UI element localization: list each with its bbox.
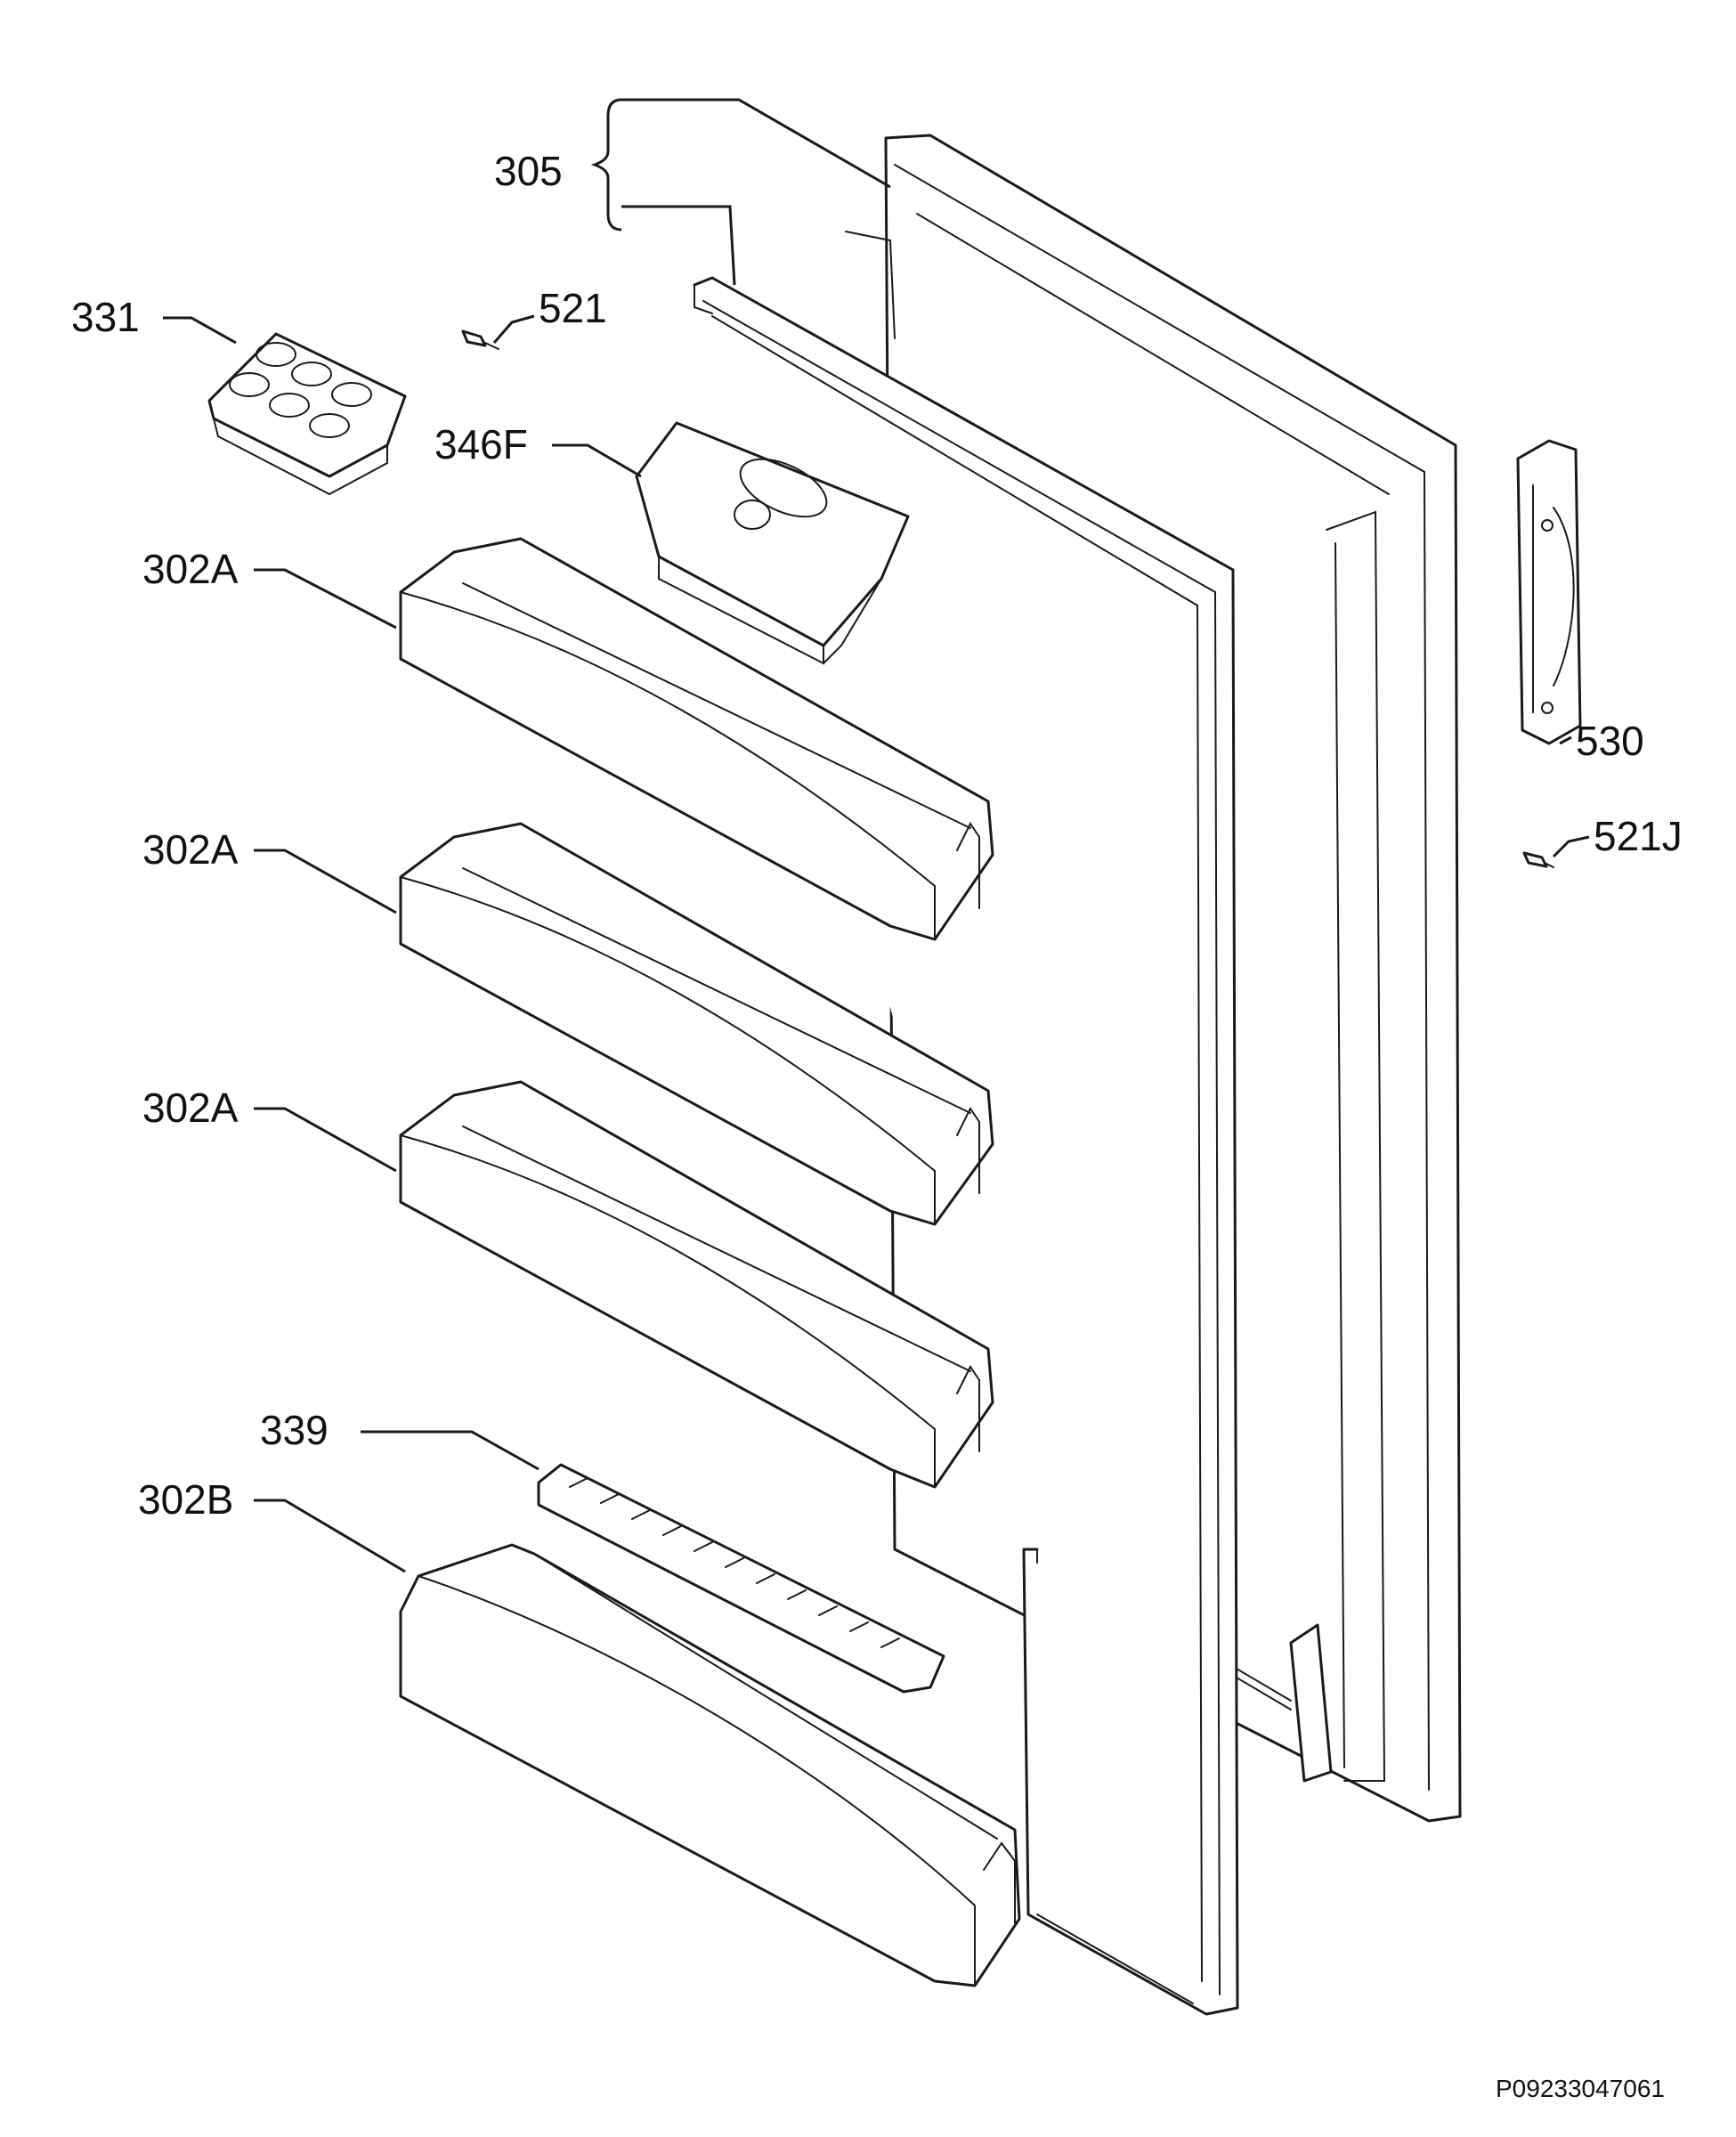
callout-302a-3: 302A	[142, 1085, 239, 1131]
callout-530: 530	[1576, 718, 1644, 764]
drawing-code: P09233047061	[1496, 2075, 1665, 2102]
callout-521: 521	[539, 285, 607, 331]
door-shelf-1	[399, 537, 994, 941]
callout-305: 305	[494, 148, 563, 194]
callout-346f: 346F	[434, 421, 528, 467]
door-shelf-2	[399, 822, 994, 1226]
door-inner-liner	[845, 231, 1038, 1564]
door-shelf-3	[399, 1080, 994, 1489]
leader-lines	[163, 98, 1590, 1573]
screw-handle	[1522, 851, 1554, 868]
bottle-retainer	[537, 1463, 945, 1694]
door-handle	[1516, 439, 1582, 745]
bottle-shelf	[399, 1543, 1021, 1987]
screw-top	[461, 329, 499, 350]
callout-302a-2: 302A	[142, 826, 239, 873]
callout-339: 339	[260, 1407, 329, 1453]
callout-302b: 302B	[138, 1476, 233, 1523]
callout-521j: 521J	[1594, 813, 1683, 859]
callout-331: 331	[71, 294, 140, 340]
callout-302a-1: 302A	[142, 546, 239, 592]
butter-box	[635, 421, 910, 665]
egg-tray	[207, 332, 407, 496]
